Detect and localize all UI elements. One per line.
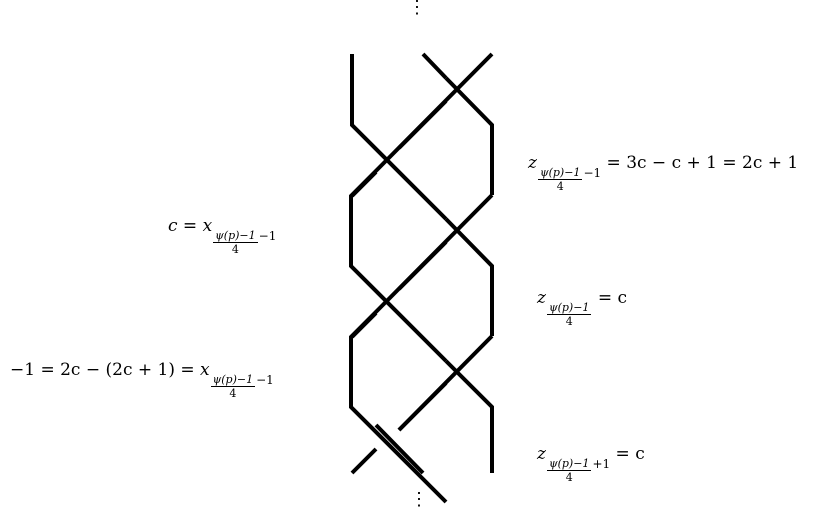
left-top-frac-num: ψ(p)−1 — [213, 229, 258, 243]
left-bottom-suffix: −1 — [256, 373, 274, 387]
top-ellipsis: ⋮ — [408, 0, 426, 18]
right-top-suffix: −1 — [583, 166, 602, 180]
right-top-rhs: = 3c − c + 1 = 2c + 1 — [606, 153, 799, 173]
bottom-ellipsis: ⋮ — [410, 489, 428, 510]
left-top-frac-den: 4 — [231, 243, 239, 256]
left-bottom-var: x — [200, 360, 210, 380]
strand-right-2 — [444, 217, 494, 336]
left-bottom-frac-num: ψ(p)−1 — [210, 373, 256, 387]
right-top-var: z — [528, 153, 537, 173]
strand-right-3 — [444, 359, 494, 473]
left-top-suffix: −1 — [258, 229, 277, 243]
right-bottom-frac-den: 4 — [565, 471, 573, 484]
strand-bottom-right — [374, 423, 425, 475]
right-middle-rhs: = c — [597, 288, 628, 308]
strand-left-top — [350, 54, 448, 221]
right-middle-frac-den: 4 — [565, 315, 573, 328]
right-bottom-suffix: +1 — [592, 457, 611, 471]
right-bottom-var: z — [537, 444, 546, 464]
left-top-var: x — [202, 216, 213, 236]
strand-stub-3 — [397, 240, 448, 291]
strand-stub-5 — [397, 381, 448, 432]
strand-bottom-left — [350, 447, 378, 475]
right-top-frac-den: 4 — [556, 180, 564, 193]
strand-right-1 — [444, 76, 494, 195]
strand-crossing-2 — [349, 193, 494, 504]
strand-stub-1 — [397, 99, 448, 150]
right-bottom-rhs: = c — [615, 444, 645, 464]
left-bottom-lhs: −1 = 2c − (2c + 1) = — [10, 360, 195, 380]
right-top-frac-num: ψ(p)−1 — [537, 166, 583, 180]
right-middle-var: z — [537, 288, 546, 308]
strand-stub-4 — [350, 311, 378, 339]
strand-stub-2 — [350, 170, 378, 198]
left-bottom-frac-den: 4 — [229, 387, 237, 400]
right-bottom-frac-num: ψ(p)−1 — [546, 457, 592, 471]
left-top-lhs: c = — [168, 216, 198, 236]
strand-top-stub — [421, 52, 448, 80]
right-middle-frac-num: ψ(p)−1 — [546, 301, 592, 315]
